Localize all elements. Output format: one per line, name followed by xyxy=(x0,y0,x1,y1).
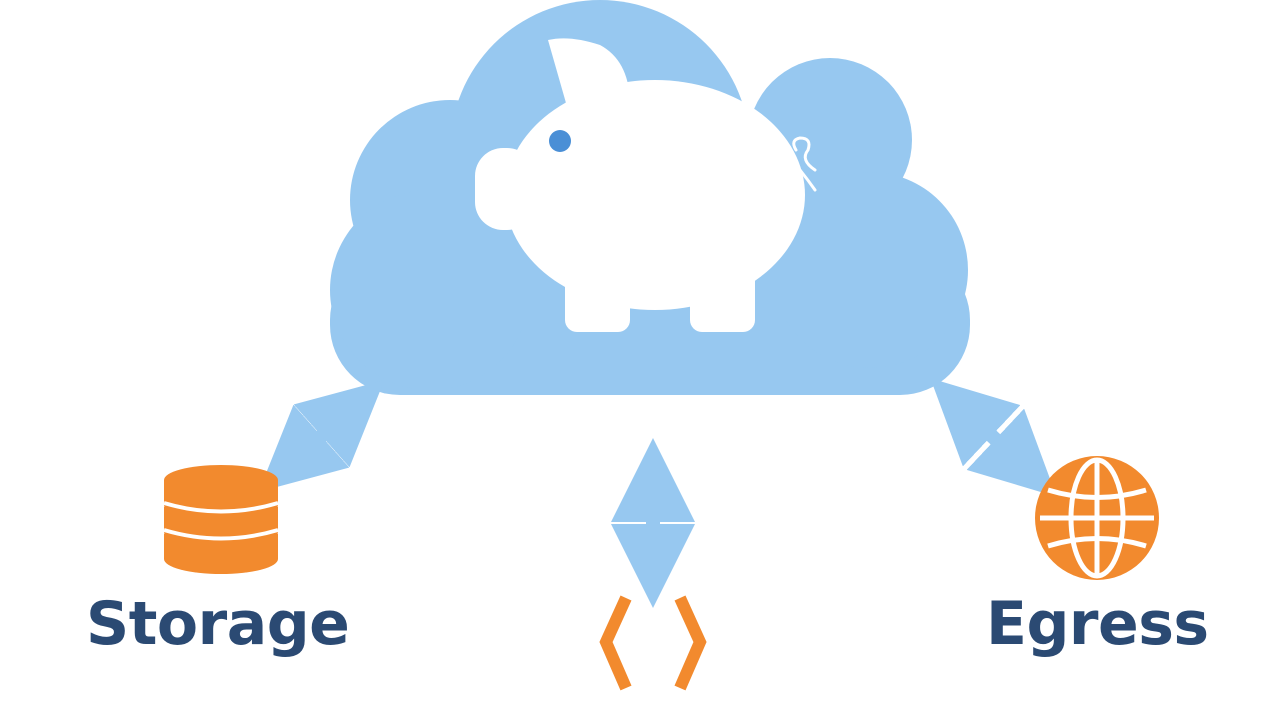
globe-icon xyxy=(1035,456,1159,580)
egress-label: Egress xyxy=(986,589,1209,659)
pig-tail xyxy=(792,136,817,192)
database-icon xyxy=(163,465,279,574)
code-brackets-icon xyxy=(599,595,707,691)
piggy-bank-icon xyxy=(475,38,817,332)
egress-arrow xyxy=(930,378,1057,497)
storage-arrow xyxy=(258,380,385,492)
storage-label: Storage xyxy=(86,589,350,659)
pig-eye xyxy=(549,130,571,152)
